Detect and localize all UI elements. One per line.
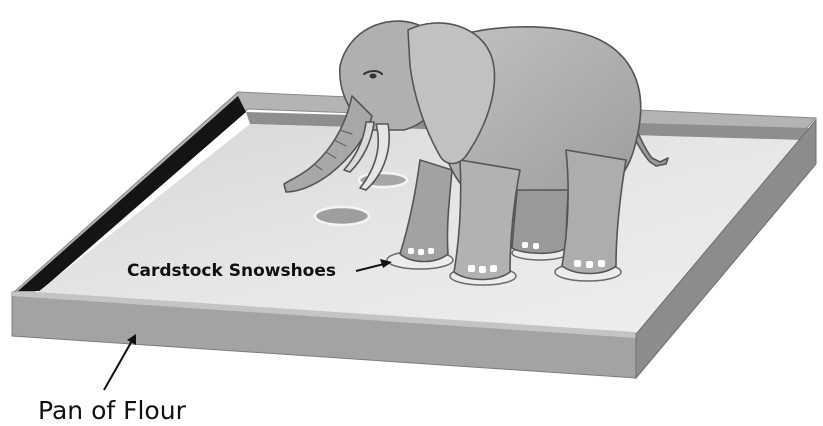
pan-arrow [104,339,133,390]
elephant-leg-back-near [562,150,626,274]
snowshoes-label: Cardstock Snowshoes [127,261,336,281]
elephant-leg-front-near [454,160,520,280]
elephant-eye-pupil [370,74,377,79]
footprint-hole [315,207,369,225]
pan-label: Pan of Flour [38,396,187,425]
